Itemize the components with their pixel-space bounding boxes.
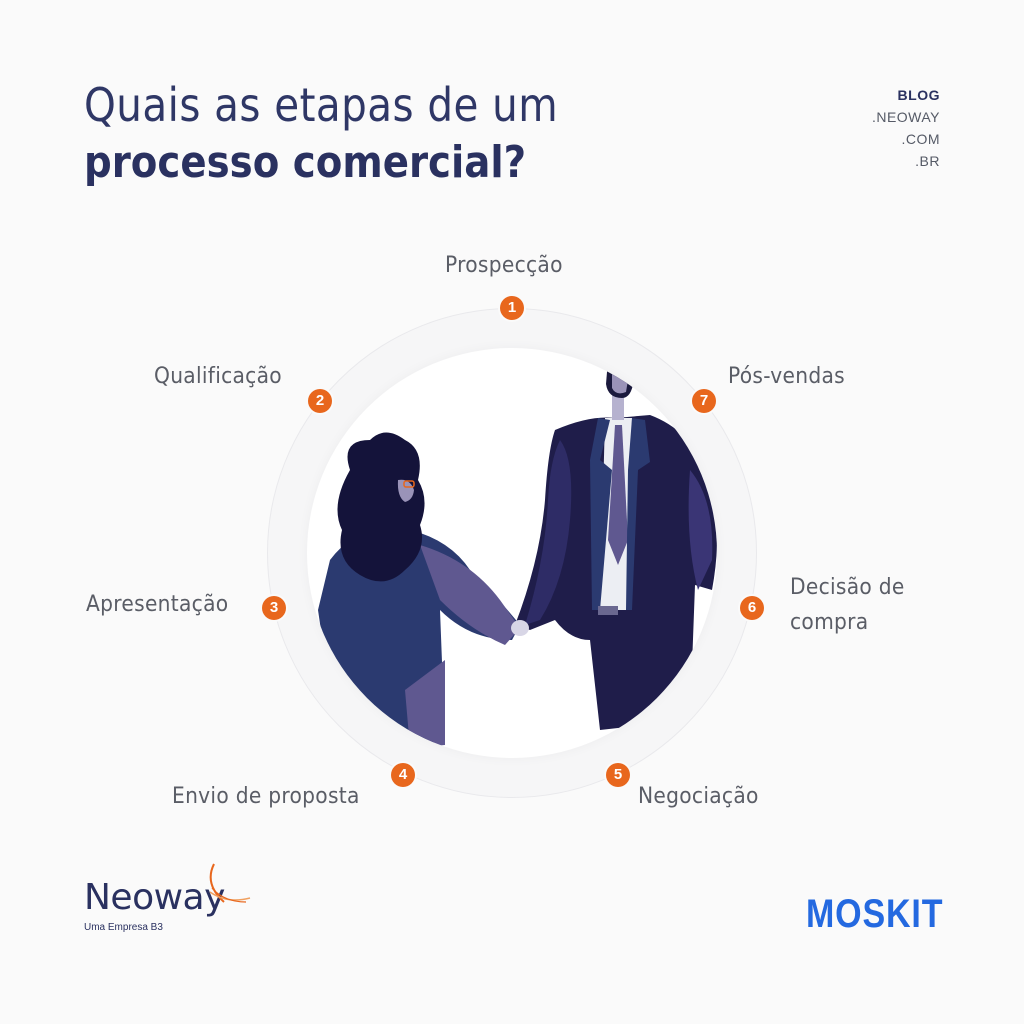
step-7-badge: 7: [692, 389, 716, 413]
step-1-badge: 1: [500, 296, 524, 320]
step-6-label-line-2: compra: [790, 610, 869, 635]
blog-url: BLOG .NEOWAY .COM .BR: [872, 84, 940, 172]
step-5-badge: 5: [606, 763, 630, 787]
step-4-badge: 4: [391, 763, 415, 787]
step-6-label-line-1: Decisão de: [790, 575, 905, 600]
blog-url-line-1: BLOG: [897, 87, 940, 103]
step-2-label: Qualificação: [154, 364, 282, 389]
step-7-label: Pós-vendas: [728, 364, 845, 389]
neoway-swoosh-icon: [209, 863, 251, 903]
step-1-label: Prospecção: [445, 253, 563, 278]
handshake-illustration: [307, 348, 717, 758]
neoway-name: Neoway: [84, 877, 225, 918]
blog-url-line-4: .BR: [915, 153, 940, 169]
step-3-label: Apresentação: [86, 592, 229, 617]
blog-url-line-3: .COM: [901, 131, 940, 147]
neoway-logo: Neoway Uma Empresa B3: [84, 863, 251, 933]
step-4-label: Envio de proposta: [172, 784, 360, 809]
title-line-2: processo comercial?: [84, 137, 527, 188]
step-6-badge: 6: [740, 596, 764, 620]
neoway-tagline: Uma Empresa B3: [84, 922, 163, 933]
step-3-badge: 3: [262, 596, 286, 620]
page-title: Quais as etapas de um processo comercial…: [84, 76, 623, 192]
blog-url-line-2: .NEOWAY: [871, 109, 940, 125]
step-2-badge: 2: [308, 389, 332, 413]
moskit-logo: MOSKIT: [806, 892, 944, 936]
step-5-label: Negociação: [638, 784, 759, 809]
title-line-1: Quais as etapas de um: [84, 78, 559, 132]
handshake-icon: [318, 352, 717, 758]
